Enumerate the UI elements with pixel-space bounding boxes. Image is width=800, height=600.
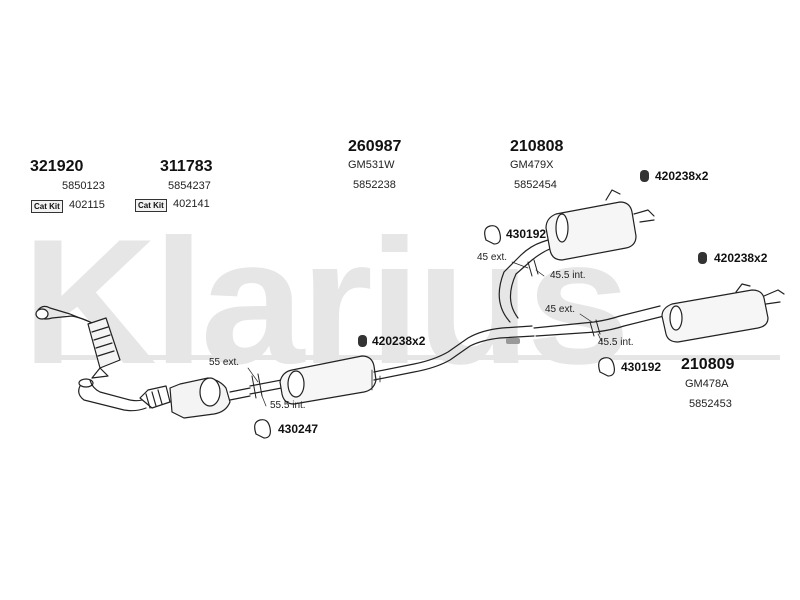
part-210808-code: GM479X (510, 159, 554, 171)
joint-markers (251, 259, 601, 399)
part-210808-number: 210808 (510, 138, 564, 155)
part-311783-cat-kit-ref: 402141 (173, 198, 210, 210)
part-311783-cat-kit-badge: Cat Kit (135, 199, 167, 212)
dimension-45-5-int-bottom: 45.5 int. (598, 337, 634, 348)
part-210808-ref: 5852454 (514, 179, 557, 191)
part-321920-cat-kit-badge: Cat Kit (31, 200, 63, 213)
dimension-leaders (247, 261, 603, 407)
part-321920-cat-kit-ref: 402115 (69, 199, 105, 211)
hardware-430192-bottom: 430192 (621, 360, 662, 374)
watermark-underline (35, 355, 780, 360)
hardware-420238-top: 420238x2 (655, 169, 709, 183)
dimension-55-ext: 55 ext. (209, 357, 240, 368)
part-321920-number: 321920 (30, 158, 84, 175)
part-311783-number: 311783 (160, 158, 213, 175)
hardware-420238-mid: 420238x2 (372, 334, 426, 348)
intermediate-pipe-silencer (498, 189, 655, 323)
dimension-45-ext-bottom: 45 ext. (545, 304, 576, 315)
part-260987-ref: 5852238 (353, 179, 396, 191)
second-catalyst (139, 377, 251, 419)
hardware-430192-top: 430192 (506, 227, 547, 241)
brand-watermark: Klarius (22, 202, 630, 401)
hanger-rubbers (254, 225, 615, 439)
part-311783-ref: 5854237 (168, 180, 211, 192)
front-downpipe-catalyst (35, 305, 149, 412)
dimension-55-5-int: 55.5 int. (270, 400, 306, 411)
part-260987-code: GM531W (348, 159, 395, 171)
hardware-430247: 430247 (278, 422, 319, 436)
part-260987-number: 260987 (348, 138, 402, 155)
part-210809-ref: 5852453 (689, 398, 732, 410)
hardware-420238-right: 420238x2 (714, 251, 768, 265)
dimension-45-5-int-top: 45.5 int. (550, 270, 586, 281)
rear-silencer (533, 283, 785, 343)
dimension-45-ext-top: 45 ext. (477, 252, 508, 263)
part-210809-code: GM478A (685, 378, 729, 390)
clamp-rings (358, 170, 707, 347)
centre-silencer (249, 325, 535, 405)
part-321920-ref: 5850123 (62, 180, 105, 192)
part-210809-number: 210809 (681, 356, 735, 373)
